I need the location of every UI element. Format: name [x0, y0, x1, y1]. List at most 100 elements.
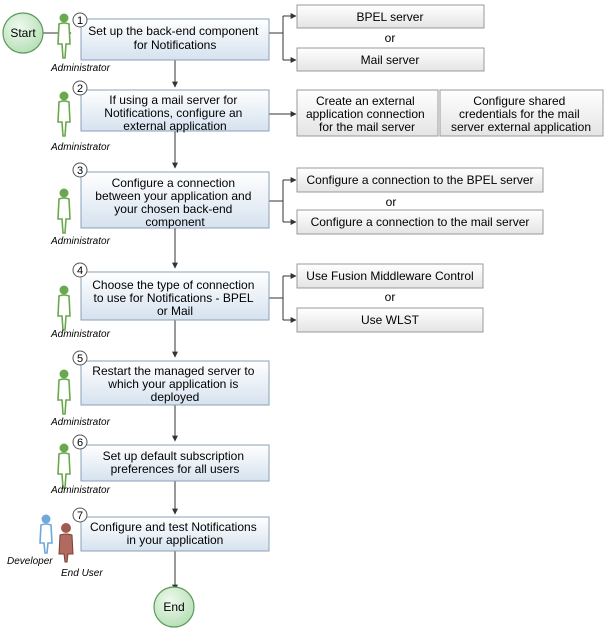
step-3-number: 3 [72, 162, 88, 178]
step-7-number: 7 [72, 507, 88, 523]
step-1: Set up the back-end component for Notifi… [80, 18, 270, 61]
step-7-box [80, 516, 270, 552]
option-wlst-label: Use WLST [361, 313, 420, 327]
step-2-box [80, 89, 270, 132]
svg-text:6: 6 [77, 437, 83, 449]
option-configure-shared-credentials-label: Configure shared credentials for the mai… [451, 94, 591, 134]
step-5-role: Administrator [50, 417, 111, 428]
connectors [43, 13, 297, 591]
svg-text:7: 7 [77, 510, 83, 522]
step-7-role-developer: Developer [7, 556, 53, 567]
step-2-line-1: If using a mail server for [109, 93, 237, 107]
step-3-text: Configure a connection between your appl… [95, 176, 254, 229]
step-1-line-1: Set up the back-end component [88, 24, 259, 38]
step-4-role: Administrator [50, 329, 111, 340]
step-7-line-1: Configure and test Notifications [90, 520, 257, 534]
step-5-line-1: Restart the managed server to [92, 364, 254, 378]
administrator-icon [57, 443, 71, 489]
step-7-line-2: in your application [127, 533, 224, 547]
step-4-line-3: or Mail [157, 304, 193, 318]
step-6-line-2: preferences for all users [111, 462, 240, 476]
step-5-box [80, 360, 270, 406]
step-4-or: or [385, 290, 396, 304]
svg-text:3: 3 [77, 165, 83, 177]
step-4-options: Use Fusion Middleware Control or Use WLS… [296, 263, 484, 333]
step-3-line-2: between your application and [95, 189, 251, 203]
option-connect-bpel-server [296, 167, 544, 193]
step-3-or: or [386, 195, 397, 209]
step-4: Choose the type of connection to use for… [80, 271, 270, 321]
administrator-icon [57, 91, 71, 137]
option-mail-server [296, 47, 485, 72]
step-6: Set up default subscription preferences … [80, 444, 270, 482]
step-1-box [80, 18, 270, 61]
option-fusion-middleware-control [296, 263, 484, 289]
role-figures: Administrator Administrator Administrato… [7, 13, 111, 579]
step-1-line-2: for Notifications [134, 38, 217, 52]
step-1-number: 1 [72, 12, 88, 28]
step-2-number: 2 [72, 80, 88, 96]
step-3-box [80, 171, 270, 229]
step-3-line-3: your chosen back-end [114, 202, 232, 216]
administrator-icon [57, 369, 71, 415]
step-5-line-2: which your application is [107, 377, 238, 391]
administrator-icon [57, 188, 71, 234]
step-4-line-2: to use for Notifications - BPEL [94, 291, 254, 305]
step-6-number: 6 [72, 434, 88, 450]
step-6-role: Administrator [50, 485, 111, 496]
step-3: Configure a connection between your appl… [80, 171, 270, 229]
option-create-external-app-connection [296, 89, 439, 137]
step-4-box [80, 271, 270, 321]
step-3-line-4: component [145, 215, 205, 229]
step-3-role: Administrator [50, 236, 111, 247]
step-numbers: 1 2 3 4 5 6 7 [72, 12, 88, 523]
option-connect-bpel-server-label: Configure a connection to the BPEL serve… [306, 173, 533, 187]
option-bpel-server [296, 4, 485, 29]
step-1-role: Administrator [50, 63, 111, 74]
step-2-options: Create an external application connectio… [296, 89, 604, 137]
step-7: Configure and test Notifications in your… [80, 516, 270, 552]
start-label: Start [10, 26, 36, 40]
step-5: Restart the managed server to which your… [80, 360, 270, 406]
svg-text:4: 4 [77, 265, 83, 277]
step-7-role-end-user: End User [61, 568, 103, 579]
developer-icon [39, 514, 53, 554]
step-5-line-3: deployed [151, 390, 200, 404]
administrator-icon [57, 285, 71, 331]
step-1-or: or [385, 31, 396, 45]
step-5-text: Restart the managed server to which your… [92, 364, 257, 404]
step-6-text: Set up default subscription preferences … [103, 449, 248, 476]
step-1-options: BPEL server or Mail server [296, 4, 485, 72]
end-terminal: End [153, 586, 195, 628]
svg-text:1: 1 [77, 15, 83, 27]
option-connect-mail-server [296, 209, 544, 235]
step-7-text: Configure and test Notifications in your… [90, 520, 260, 547]
option-bpel-server-label: BPEL server [357, 10, 424, 24]
step-1-text: Set up the back-end component for Notifi… [88, 24, 261, 52]
svg-text:5: 5 [77, 353, 83, 365]
step-4-text: Choose the type of connection to use for… [92, 278, 257, 318]
step-4-line-1: Choose the type of connection [92, 278, 254, 292]
step-2-text: If using a mail server for Notifications… [104, 93, 245, 133]
step-2-line-2: Notifications, configure an [104, 106, 242, 120]
option-wlst [296, 307, 484, 333]
step-6-box [80, 444, 270, 482]
step-3-options: Configure a connection to the BPEL serve… [296, 167, 544, 235]
end-user-icon [58, 523, 74, 563]
option-create-external-app-connection-label: Create an external application connectio… [306, 94, 428, 134]
step-2: If using a mail server for Notifications… [80, 89, 270, 133]
svg-text:2: 2 [77, 83, 83, 95]
step-2-role: Administrator [50, 142, 111, 153]
step-4-number: 4 [72, 262, 88, 278]
start-terminal: Start [2, 12, 44, 54]
administrator-icon [57, 13, 71, 59]
step-6-line-1: Set up default subscription [103, 449, 244, 463]
option-connect-mail-server-label: Configure a connection to the mail serve… [311, 215, 530, 229]
option-mail-server-label: Mail server [361, 53, 420, 67]
step-5-number: 5 [72, 350, 88, 366]
step-3-line-1: Configure a connection [112, 176, 235, 190]
option-configure-shared-credentials [439, 89, 604, 137]
end-label: End [163, 600, 184, 614]
step-2-line-3: external application [123, 119, 226, 133]
